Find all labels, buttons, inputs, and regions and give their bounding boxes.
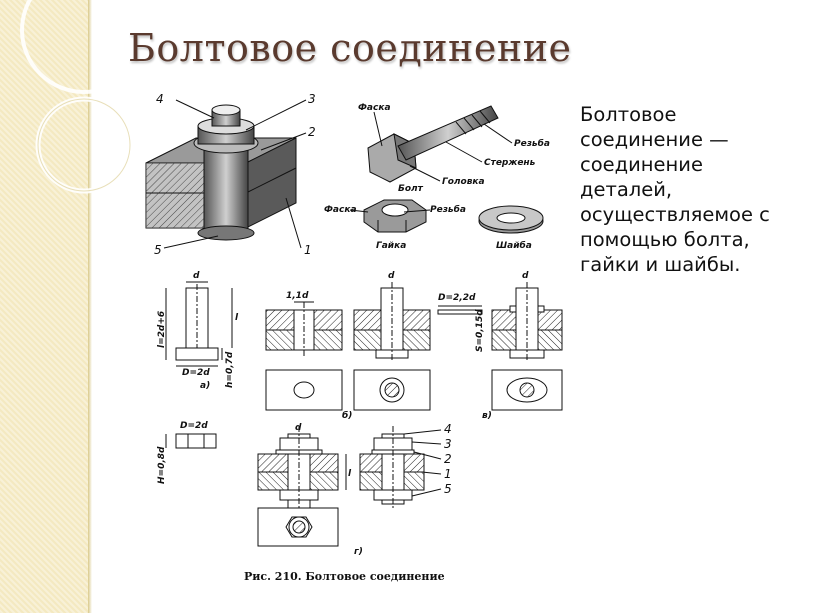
lower-callout-2: 2 (444, 452, 452, 466)
dim-1-1d: 1,1d (286, 291, 309, 301)
label-bolt: Болт (398, 184, 424, 194)
lower-callout-4: 4 (444, 422, 452, 436)
slide-title: Болтовое соединение (128, 26, 572, 70)
slide-body-text: Болтовое соединение — соединение деталей… (580, 103, 770, 276)
drawing-d (165, 426, 442, 547)
callout-4: 4 (156, 92, 164, 106)
bolt-connection-figure: 4 3 2 5 1 Фаска Резьба Стержень Головка … (145, 92, 563, 583)
dim-l-d: l (348, 469, 352, 479)
sidebar-edge (88, 0, 92, 613)
drawing-b (265, 282, 431, 411)
callout-2: 2 (308, 125, 316, 139)
label-washer: Шайба (496, 240, 532, 251)
dim-l-formula: l=2d+6 (157, 311, 167, 348)
assembly-illustration: 4 3 2 5 1 (145, 92, 316, 257)
sub-label-d: г) (354, 547, 363, 557)
dim-d-d: d (295, 423, 302, 433)
dim-D22: D=2,2d (438, 293, 476, 303)
dim-d-b: d (388, 271, 395, 281)
dim-d-a: d (193, 271, 200, 281)
drawing-a (165, 281, 233, 367)
dim-S015: S=0,15d (475, 309, 485, 352)
figure-caption: Рис. 210. Болтовое соединение (244, 570, 445, 583)
decorative-arcs (20, 0, 148, 194)
dim-l-a: l (235, 313, 239, 323)
dim-H08: H=0,8d (157, 446, 167, 484)
parts-illustration: Фаска Резьба Стержень Головка Болт Фаска… (324, 103, 550, 251)
sub-label-a: а) (200, 381, 210, 391)
lower-callout-1: 1 (444, 467, 452, 481)
dim-D2-a: D=2d (182, 368, 210, 378)
label-nut: Гайка (376, 241, 406, 251)
lower-callout-3: 3 (444, 437, 452, 451)
sub-label-c: в) (482, 411, 492, 421)
lower-callout-5: 5 (444, 482, 452, 496)
label-head: Головка (442, 177, 485, 187)
label-chamfer-bolt: Фаска (358, 103, 391, 113)
dim-h07: h=0,7d (225, 351, 235, 388)
label-thread-nut: Резьба (430, 204, 466, 215)
dim-D2-d: D=2d (180, 421, 208, 431)
label-thread: Резьба (514, 138, 550, 149)
callout-1: 1 (304, 243, 312, 257)
sub-label-b: б) (342, 410, 352, 421)
label-chamfer-nut: Фаска (324, 205, 357, 215)
drawing-c (437, 282, 563, 411)
dim-d-c: d (522, 271, 529, 281)
callout-5: 5 (154, 243, 162, 257)
callout-3: 3 (308, 92, 316, 106)
label-shank: Стержень (484, 158, 536, 168)
